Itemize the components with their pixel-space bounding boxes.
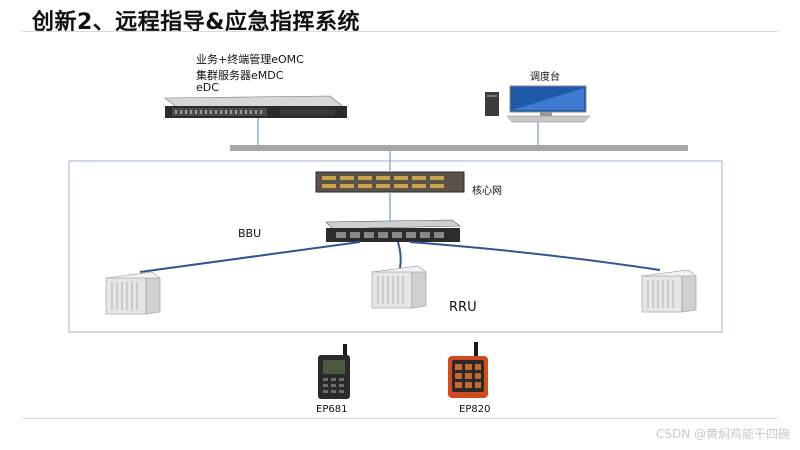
title-underline: [22, 31, 778, 32]
ep681-terminal-icon: [318, 344, 350, 399]
bbu-device-icon: [325, 219, 461, 242]
bbu-label: BBU: [238, 227, 262, 240]
ep820-label: EP820: [459, 404, 491, 415]
fiber-link-left: [139, 241, 361, 273]
rru-label: RRU: [449, 300, 477, 315]
backbone-bus: [230, 145, 688, 151]
rru-left-icon: [105, 271, 161, 315]
rru-center-icon: [371, 265, 427, 309]
mdc-label: 集群服务器eMDC: [196, 69, 284, 82]
console-label: 调度台: [530, 72, 560, 83]
ep820-terminal-icon: [448, 342, 488, 398]
fiber-link-center: [397, 241, 402, 269]
dispatch-console-icon: [485, 85, 591, 123]
core-network-label: 核心网: [472, 186, 502, 197]
access-network-box: [68, 160, 723, 333]
omc-label: 业务+终端管理eOMC: [196, 53, 304, 66]
edc-label: eDC: [196, 81, 219, 94]
server-rack-icon: [164, 95, 347, 118]
bottom-divider: [22, 418, 778, 419]
rru-right-icon: [641, 269, 697, 313]
core-network-device-icon: [315, 171, 465, 193]
watermark: CSDN @黄焖鸡能干四碗: [655, 427, 790, 441]
ep681-label: EP681: [316, 404, 348, 415]
fiber-link-right: [409, 241, 661, 271]
page-title: 创新2、远程指导&应急指挥系统: [32, 10, 360, 35]
